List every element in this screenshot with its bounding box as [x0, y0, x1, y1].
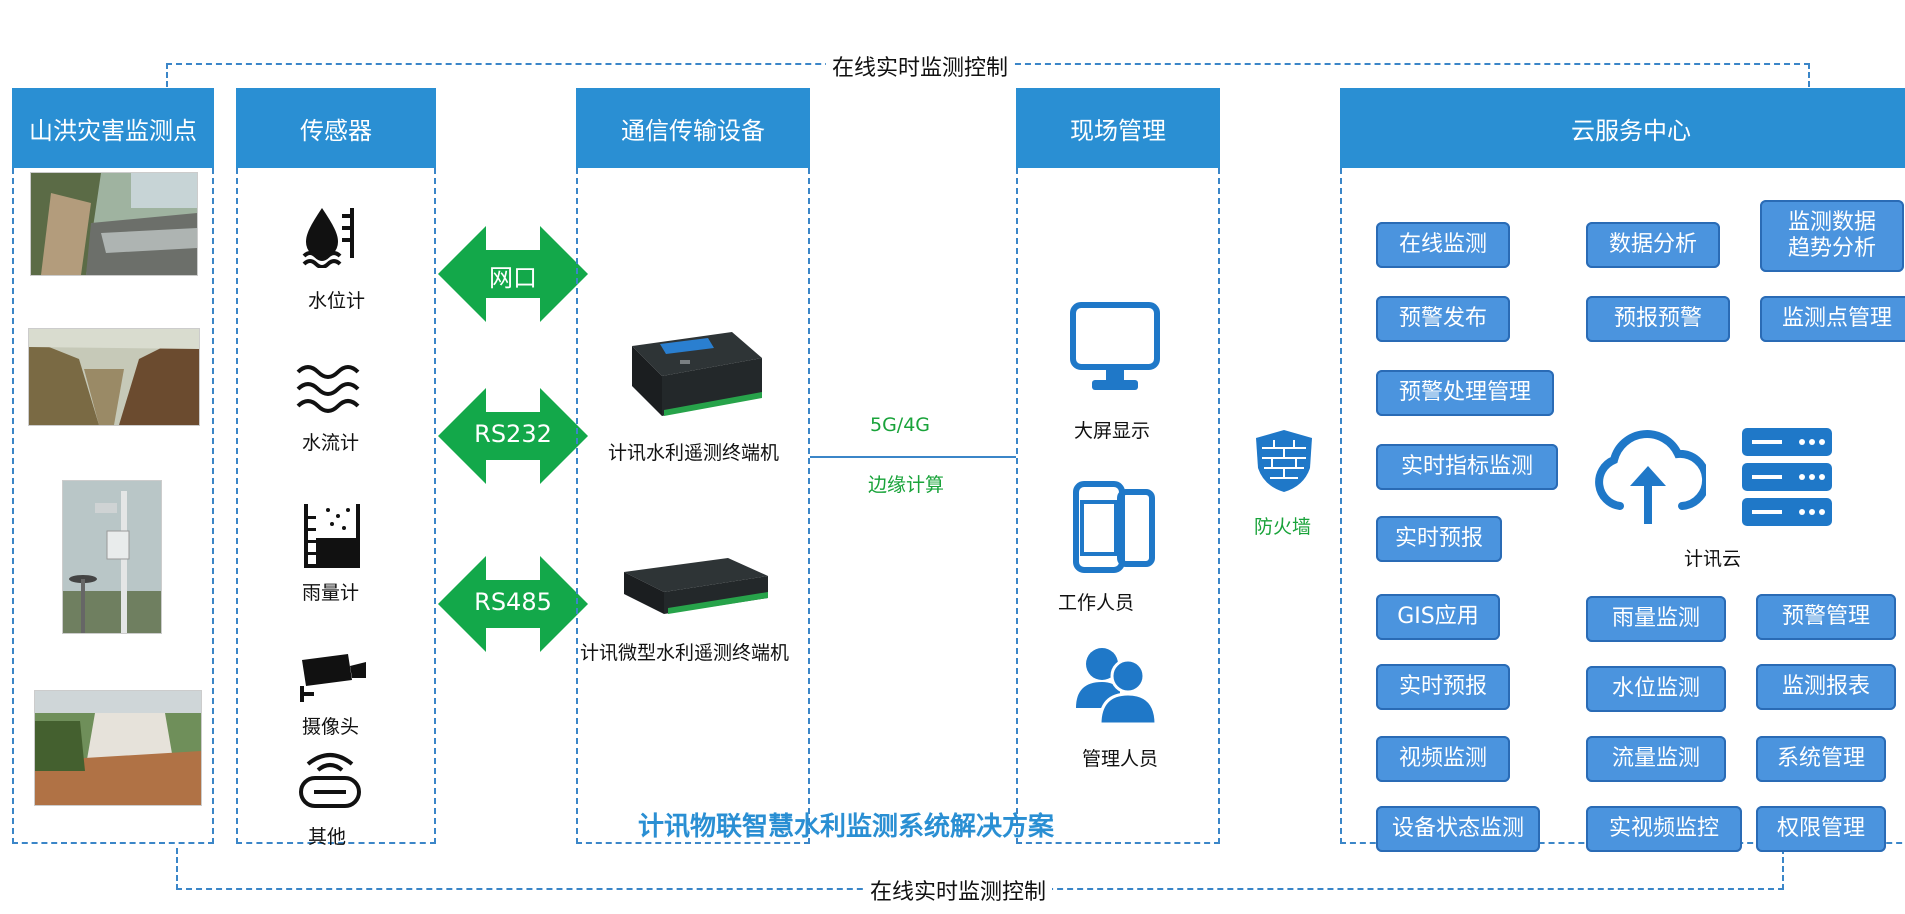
flood-column-title: 山洪灾害监测点: [12, 88, 214, 168]
device-label-mini-rtu: 计讯微型水利遥测终端机: [580, 642, 790, 664]
bottom-loop-label: 在线实时监测控制: [864, 874, 1053, 906]
arrow-ethernet-label: 网口: [489, 264, 537, 292]
cloud-btn-trend-analysis[interactable]: 监测数据 趋势分析: [1760, 200, 1904, 272]
flood-column: 山洪灾害监测点: [12, 88, 214, 844]
cloud-btn-realtime-forecast-2[interactable]: 实时预报: [1376, 664, 1510, 710]
sensor-label-rain-gauge: 雨量计: [302, 582, 360, 604]
mini-rtu-device-icon: [618, 550, 774, 620]
site-label-screen: 大屏显示: [1074, 420, 1151, 442]
cloud-label: 计讯云: [1684, 548, 1742, 570]
link-line: [810, 456, 1016, 458]
cloud-btn-video-monitor[interactable]: 视频监测: [1376, 736, 1510, 782]
sensor-label-water-level: 水位计: [308, 290, 366, 312]
flood-photo-valley: [28, 328, 200, 426]
arrow-rs232-label: RS232: [474, 420, 552, 448]
cloud-btn-water-level[interactable]: 水位监测: [1586, 666, 1726, 712]
cloud-btn-permission[interactable]: 权限管理: [1756, 806, 1886, 852]
flood-photo-waterfall: [34, 690, 202, 806]
rain-gauge-icon: [302, 502, 364, 570]
camera-icon: [296, 652, 370, 702]
site-label-managers: 管理人员: [1082, 748, 1159, 770]
monitor-icon: [1070, 302, 1160, 394]
firewall-icon: [1252, 428, 1316, 494]
sensor-label-camera: 摄像头: [302, 716, 360, 738]
cloud-btn-point-management[interactable]: 监测点管理: [1760, 296, 1905, 342]
sensor-label-water-flow: 水流计: [302, 432, 360, 454]
sensors-column-title: 传感器: [236, 88, 436, 168]
site-label-workers: 工作人员: [1058, 592, 1135, 614]
cloud-btn-warning-release[interactable]: 预警发布: [1376, 296, 1510, 342]
cloud-btn-warning-management[interactable]: 预警管理: [1756, 594, 1896, 640]
server-icon: [1742, 428, 1832, 526]
users-icon: [1074, 642, 1158, 726]
cloud-upload-icon: [1590, 420, 1706, 530]
site-column-title: 现场管理: [1016, 88, 1220, 168]
top-loop-label: 在线实时监测控制: [826, 50, 1015, 82]
cloud-btn-monitoring-report[interactable]: 监测报表: [1756, 664, 1896, 710]
sensors-column: 传感器 水位计 水流计: [236, 88, 436, 848]
arrow-rs485: RS485: [438, 556, 588, 652]
cloud-btn-flow-monitor[interactable]: 流量监测: [1586, 736, 1726, 782]
arrow-rs485-label: RS485: [474, 588, 552, 616]
solution-title: 计讯物联智慧水利监测系统解决方案: [638, 812, 1055, 842]
cloud-btn-realtime-index[interactable]: 实时指标监测: [1376, 444, 1558, 490]
cloud-btn-online-monitor[interactable]: 在线监测: [1376, 222, 1510, 268]
water-level-icon: [302, 204, 364, 268]
rtu-device-icon: [622, 326, 770, 422]
cloud-btn-device-status[interactable]: 设备状态监测: [1376, 806, 1540, 852]
water-flow-icon: [294, 362, 360, 416]
router-icon: [298, 748, 362, 810]
cloud-btn-forecast-warning[interactable]: 预报预警: [1586, 296, 1730, 342]
comm-column-title: 通信传输设备: [576, 88, 810, 168]
firewall-label: 防火墙: [1254, 516, 1312, 538]
cloud-btn-data-analysis[interactable]: 数据分析: [1586, 222, 1720, 268]
link-label-network: 5G/4G: [870, 414, 931, 436]
phones-icon: [1072, 480, 1156, 576]
cloud-btn-system-management[interactable]: 系统管理: [1756, 736, 1886, 782]
link-label-edge: 边缘计算: [868, 474, 945, 496]
cloud-btn-rainfall[interactable]: 雨量监测: [1586, 596, 1726, 642]
device-label-rtu: 计讯水利遥测终端机: [608, 442, 780, 464]
comm-column: 通信传输设备 计讯水利遥测终端机 计讯微型水利遥测终端机: [576, 88, 810, 844]
site-column: 现场管理 大屏显示 工作人员 管理人员: [1016, 88, 1220, 844]
cloud-btn-realtime-forecast[interactable]: 实时预报: [1376, 516, 1502, 562]
cloud-btn-live-video[interactable]: 实视频监控: [1586, 806, 1742, 852]
cloud-btn-gis[interactable]: GIS应用: [1376, 594, 1500, 640]
sensor-label-other: 其他: [308, 826, 347, 848]
cloud-btn-warning-handling[interactable]: 预警处理管理: [1376, 370, 1554, 416]
flood-photo-station: [62, 480, 162, 634]
flood-photo-road: [30, 172, 198, 276]
cloud-column-title: 云服务中心: [1340, 88, 1905, 168]
arrow-rs232: RS232: [438, 388, 588, 484]
cloud-column: 云服务中心 在线监测 数据分析 监测数据 趋势分析 预警发布 预报预警 监测点管…: [1340, 88, 1905, 852]
arrow-ethernet: 网口: [438, 226, 588, 322]
